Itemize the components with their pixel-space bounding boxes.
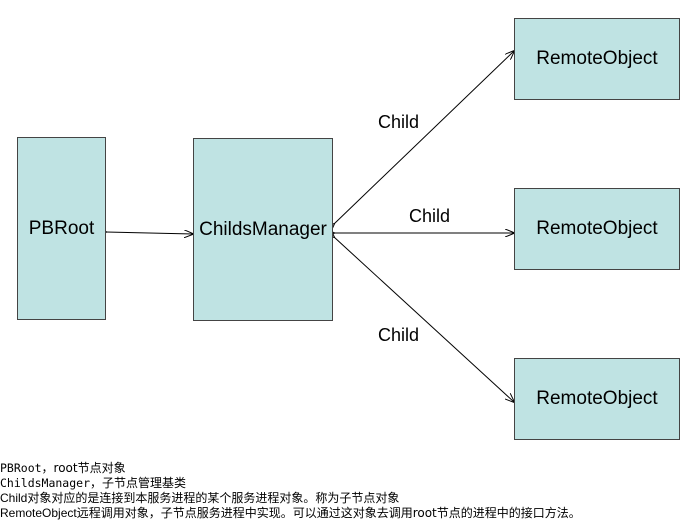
remote-object-top-label: RemoteObject	[536, 48, 658, 69]
note-text: ，子节点管理基类	[90, 476, 187, 490]
remote-object-top-node: RemoteObject	[514, 18, 680, 100]
note-term: RemoteObject	[0, 506, 77, 520]
note-text: 远程调用对象，子节点服务进程中实现。可以通过这对象去调用root节点的进程中的接…	[76, 506, 581, 520]
note-text: 对象对应的是连接到本服务进程的某个服务进程对象。称为子节点对象	[27, 491, 400, 505]
note-text: ，root节点对象	[41, 461, 126, 475]
note-line: RemoteObject远程调用对象，子节点服务进程中实现。可以通过这对象去调用…	[0, 506, 688, 521]
remote-object-middle-node: RemoteObject	[514, 188, 680, 270]
remote-object-bottom-label: RemoteObject	[536, 388, 658, 409]
child-middle-label: Child	[409, 206, 451, 226]
child-bottom-label: Child	[378, 325, 420, 345]
pbroot-label: PBRoot	[28, 217, 95, 239]
note-line: Child对象对应的是连接到本服务进程的某个服务进程对象。称为子节点对象	[0, 491, 688, 506]
child-top-arrow	[334, 51, 514, 224]
pbroot-node: PBRoot	[17, 137, 106, 320]
note-term: ChildsManager	[0, 476, 91, 490]
pbroot-manager-arrow	[106, 232, 193, 234]
notes-block: PBRoot，root节点对象 ChildsManager，子节点管理基类 Ch…	[0, 461, 688, 521]
child-bottom-arrow	[334, 237, 514, 402]
child-top-label: Child	[378, 112, 420, 132]
childs-manager-node: ChildsManager	[193, 138, 333, 321]
note-term: PBRoot	[0, 461, 42, 475]
note-line: ChildsManager，子节点管理基类	[0, 476, 688, 491]
diagram-connectors	[0, 0, 688, 460]
note-line: PBRoot，root节点对象	[0, 461, 688, 476]
note-term: Child	[0, 491, 28, 505]
childs-manager-label: ChildsManager	[199, 218, 327, 240]
remote-object-bottom-node: RemoteObject	[514, 358, 680, 440]
remote-object-middle-label: RemoteObject	[536, 218, 658, 239]
